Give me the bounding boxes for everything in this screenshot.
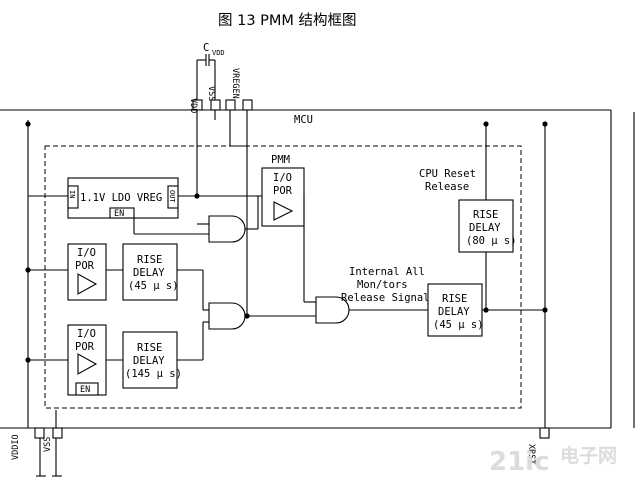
rise-45-b-line3: (45 μ s) bbox=[433, 319, 484, 331]
rise-145-line1: RISE bbox=[137, 342, 162, 354]
por-top-buffer-icon bbox=[77, 273, 98, 295]
por-pmm-line1: I/O bbox=[273, 172, 292, 184]
cpu-reset-line1: CPU Reset bbox=[419, 168, 476, 180]
rise-45-b-line1: RISE bbox=[442, 293, 467, 305]
and-gate-icon-3 bbox=[315, 296, 350, 324]
por-pmm-line2: POR bbox=[273, 185, 293, 197]
rise-80-line3: (80 μ s) bbox=[466, 235, 517, 247]
and-gate-icon-1 bbox=[208, 215, 246, 243]
ldo-in-tab bbox=[67, 185, 79, 209]
vss-pin-bottom bbox=[52, 427, 63, 439]
capacitor-label: C bbox=[203, 42, 209, 54]
ldo-out-tab bbox=[167, 185, 179, 209]
por-pmm: I/O POR bbox=[261, 167, 305, 227]
ldo-in-label: IN bbox=[68, 190, 76, 198]
internal-line2: Mon/tors bbox=[357, 279, 408, 291]
vddio-pin-label: VDDIO bbox=[11, 434, 21, 460]
bottom-pins: VDDIO VSS XRST bbox=[11, 410, 550, 477]
vss-bottom-pin-label: VSS bbox=[43, 437, 53, 452]
mcu-boundary bbox=[0, 109, 612, 429]
por-bottom-buffer-icon bbox=[77, 353, 98, 375]
por-pmm-buffer-icon bbox=[273, 201, 294, 221]
por-bottom-en-box bbox=[75, 382, 99, 396]
vregen-pin-label: VREGEN bbox=[230, 68, 240, 99]
figure-title: 图 13 PMM 结构框图 bbox=[218, 12, 357, 29]
cpu-reset-line2: Release bbox=[425, 181, 469, 193]
internal-line1: Internal All bbox=[349, 266, 425, 278]
rise-45-b-box bbox=[427, 283, 483, 337]
internal-release-label: Internal All Mon/tors Release Signal bbox=[341, 266, 430, 304]
vss-pin-top bbox=[210, 99, 221, 111]
rise-80-line1: RISE bbox=[473, 209, 498, 221]
rise-delay-145: RISE DELAY (145 μ s) bbox=[122, 331, 182, 389]
ldo-label: 1.1V LDO VREG bbox=[80, 192, 162, 204]
rise-45-a-line3: (45 μ s) bbox=[128, 280, 179, 292]
internal-line3: Release Signal bbox=[341, 292, 430, 304]
junction-dots bbox=[25, 121, 548, 363]
rise-45-b-line2: DELAY bbox=[438, 306, 470, 318]
pmm-region bbox=[44, 145, 522, 409]
capacitor-cvdd: C VDD bbox=[196, 42, 225, 100]
rise-145-box bbox=[122, 331, 178, 389]
pmm-label: PMM bbox=[271, 154, 290, 166]
por-top-line1: I/O bbox=[77, 247, 96, 259]
watermark: 21ic 电子网 bbox=[489, 444, 617, 477]
watermark-logo: 21ic bbox=[489, 447, 550, 477]
and-gate-icon-2 bbox=[208, 302, 246, 330]
ldo-en-box bbox=[109, 207, 135, 219]
ldo-regulator: IN OUT 1.1V LDO VREG EN bbox=[67, 177, 179, 219]
por-top-box bbox=[67, 243, 107, 301]
vdd-pin-label: VDD bbox=[188, 98, 198, 113]
xrst-pin bbox=[539, 427, 550, 439]
por-bottom-line1: I/O bbox=[77, 328, 96, 340]
capacitor-label-sub: VDD bbox=[212, 49, 225, 57]
rise-45-a-line2: DELAY bbox=[133, 267, 165, 279]
rise-delay-80: RISE DELAY (80 μ s) bbox=[458, 199, 517, 253]
vddio-pin bbox=[34, 427, 45, 439]
rise-80-line2: DELAY bbox=[469, 222, 501, 234]
xrst-pin-label: XRST bbox=[526, 444, 536, 464]
mcu-label: MCU bbox=[294, 114, 313, 126]
por-bottom: I/O POR EN bbox=[67, 324, 107, 396]
por-bottom-line2: POR bbox=[75, 341, 95, 353]
rise-delay-45-a: RISE DELAY (45 μ s) bbox=[122, 243, 179, 301]
top-pins: VDD VSS VREGEN bbox=[188, 68, 253, 113]
ldo-en-label: EN bbox=[114, 209, 124, 219]
ldo-out-label: OUT bbox=[168, 190, 176, 203]
por-top: I/O POR bbox=[67, 243, 107, 301]
rise-45-a-line1: RISE bbox=[137, 254, 162, 266]
vregen-pin-a bbox=[225, 99, 236, 111]
rise-delay-45-b: RISE DELAY (45 μ s) bbox=[427, 283, 484, 337]
por-top-line2: POR bbox=[75, 260, 95, 272]
watermark-text: 电子网 bbox=[560, 444, 617, 467]
rise-45-a-box bbox=[122, 243, 178, 301]
rise-80-box bbox=[458, 199, 514, 253]
rise-145-line3: (145 μ s) bbox=[125, 368, 182, 380]
rise-145-line2: DELAY bbox=[133, 355, 165, 367]
vregen-pin-b bbox=[242, 99, 253, 111]
vss-top-pin-label: VSS bbox=[206, 86, 216, 101]
por-bottom-en-label: EN bbox=[80, 385, 90, 395]
